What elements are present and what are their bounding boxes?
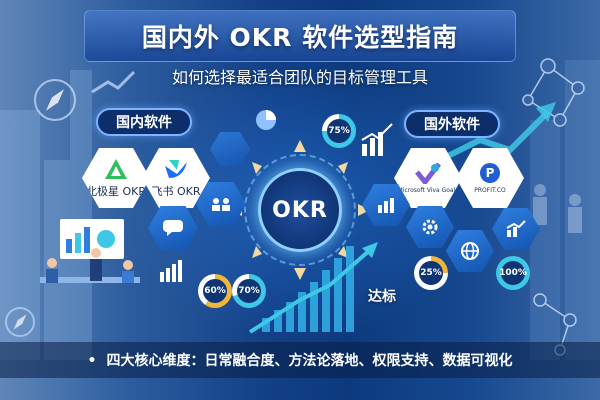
product-name: 北极星 OKR bbox=[85, 184, 146, 198]
people-silhouettes bbox=[533, 184, 582, 233]
stat-donut: 100% bbox=[496, 256, 530, 290]
okr-core: OKR bbox=[258, 168, 342, 252]
bar-chart-icon bbox=[378, 198, 394, 213]
compass-icon bbox=[5, 307, 35, 337]
gear-icon bbox=[422, 219, 438, 235]
feishu-logo-icon bbox=[165, 159, 187, 178]
growth-arrow-icon bbox=[438, 109, 551, 163]
settings-hex bbox=[406, 206, 454, 248]
product-name: Microsoft Viva Goals bbox=[397, 187, 459, 194]
compass-icon bbox=[34, 79, 76, 121]
footer-banner: 四大核心维度：日常融合度、方法论落地、权限支持、数据可视化 bbox=[0, 342, 600, 378]
pie-chart-icon bbox=[256, 110, 276, 130]
bar-chart-icon bbox=[160, 260, 182, 282]
viva-goals-logo-icon bbox=[415, 162, 441, 184]
growth-label: 达标 bbox=[368, 289, 396, 305]
stat-value: 70% bbox=[238, 286, 260, 296]
background-building bbox=[530, 120, 560, 360]
stat-donut: 70% bbox=[232, 274, 266, 308]
profit-co-logo-icon: P bbox=[480, 163, 500, 183]
title-banner: 国内外 OKR 软件选型指南 bbox=[84, 10, 516, 62]
trend-hex bbox=[492, 208, 540, 250]
domestic-software-label: 国内软件 bbox=[96, 108, 192, 136]
globe-icon bbox=[461, 242, 479, 260]
stat-donut: 25% bbox=[414, 256, 448, 290]
footer-text: 四大核心维度：日常融合度、方法论落地、权限支持、数据可视化 bbox=[88, 350, 512, 370]
okr-core-ring bbox=[244, 154, 356, 266]
product-name: PROFIT.CO bbox=[474, 187, 506, 194]
triangle-logo-icon bbox=[105, 158, 127, 179]
team-meeting-illustration bbox=[40, 219, 140, 283]
growth-bar-chart bbox=[262, 246, 354, 332]
background-building bbox=[565, 60, 600, 360]
growth-arrow-head bbox=[362, 242, 378, 258]
stat-value: 60% bbox=[204, 286, 226, 296]
stat-value: 25% bbox=[420, 268, 442, 278]
page-subtitle: 如何选择最适合团队的目标管理工具 bbox=[171, 68, 428, 87]
globe-hex bbox=[446, 230, 494, 272]
svg-text:P: P bbox=[486, 166, 495, 180]
trend-chart-icon bbox=[506, 220, 526, 237]
stat-donut: 75% bbox=[322, 114, 356, 148]
report-hex bbox=[362, 184, 410, 226]
page-title: 国内外 OKR 软件选型指南 bbox=[141, 23, 459, 52]
foreign-software-label: 国外软件 bbox=[404, 110, 500, 138]
stat-value: 100% bbox=[499, 268, 527, 278]
team-icon bbox=[212, 198, 230, 211]
decor-hex bbox=[210, 132, 250, 166]
stat-value: 75% bbox=[328, 126, 350, 136]
stat-donut: 60% bbox=[198, 274, 232, 308]
okr-core-label: OKR bbox=[272, 197, 328, 223]
bar-chart-icon bbox=[361, 123, 393, 156]
growth-arrow-icon bbox=[248, 248, 372, 334]
trend-arrow-icon bbox=[91, 70, 136, 94]
chat-bubble-icon bbox=[163, 220, 183, 236]
background-building bbox=[70, 70, 92, 360]
product-name: 飞书 OKR bbox=[151, 184, 201, 198]
